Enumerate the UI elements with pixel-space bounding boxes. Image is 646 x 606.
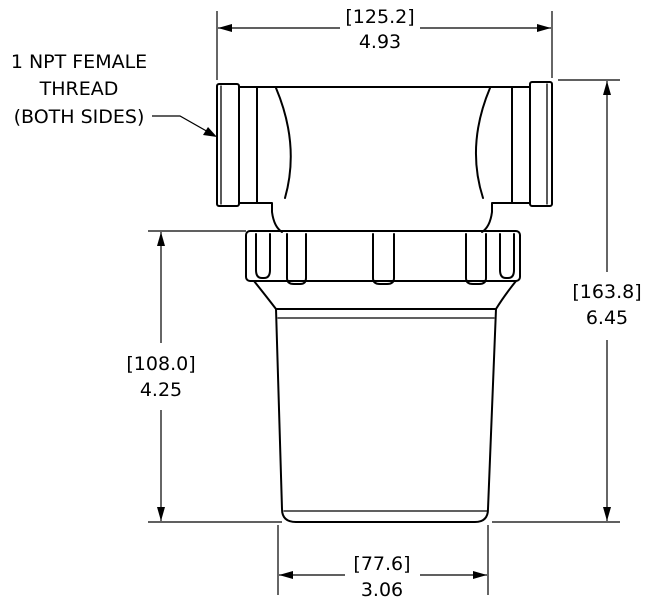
overall-width-in: 4.93 (359, 31, 401, 53)
note-line-1: 1 NPT FEMALE (11, 51, 147, 73)
left-port-cap (216, 83, 240, 207)
overall-height-mm: [163.8] (572, 281, 641, 303)
bowl (253, 280, 517, 523)
overall-height-in: 6.45 (586, 307, 628, 329)
thread-note: 1 NPT FEMALE THREAD (BOTH SIDES) (11, 51, 217, 137)
note-line-3: (BOTH SIDES) (14, 106, 145, 128)
bowl-width-dimension: [77.6] 3.06 (277, 525, 489, 601)
bowl-width-mm: [77.6] (353, 553, 410, 575)
right-port-cap (529, 81, 553, 207)
bowl-height-dimension: [108.0] 4.25 (126, 230, 282, 523)
filter-housing (216, 81, 553, 523)
overall-width-mm: [125.2] (345, 6, 414, 28)
overall-height-dimension: [163.8] 6.45 (492, 79, 642, 523)
bowl-width-in: 3.06 (361, 579, 403, 601)
bowl-height-in: 4.25 (140, 379, 182, 401)
collar-ring (245, 230, 521, 282)
note-line-2: THREAD (39, 78, 119, 100)
collar-grips (255, 233, 515, 285)
bowl-height-mm: [108.0] (126, 353, 195, 375)
overall-width-dimension: [125.2] 4.93 (216, 6, 553, 80)
